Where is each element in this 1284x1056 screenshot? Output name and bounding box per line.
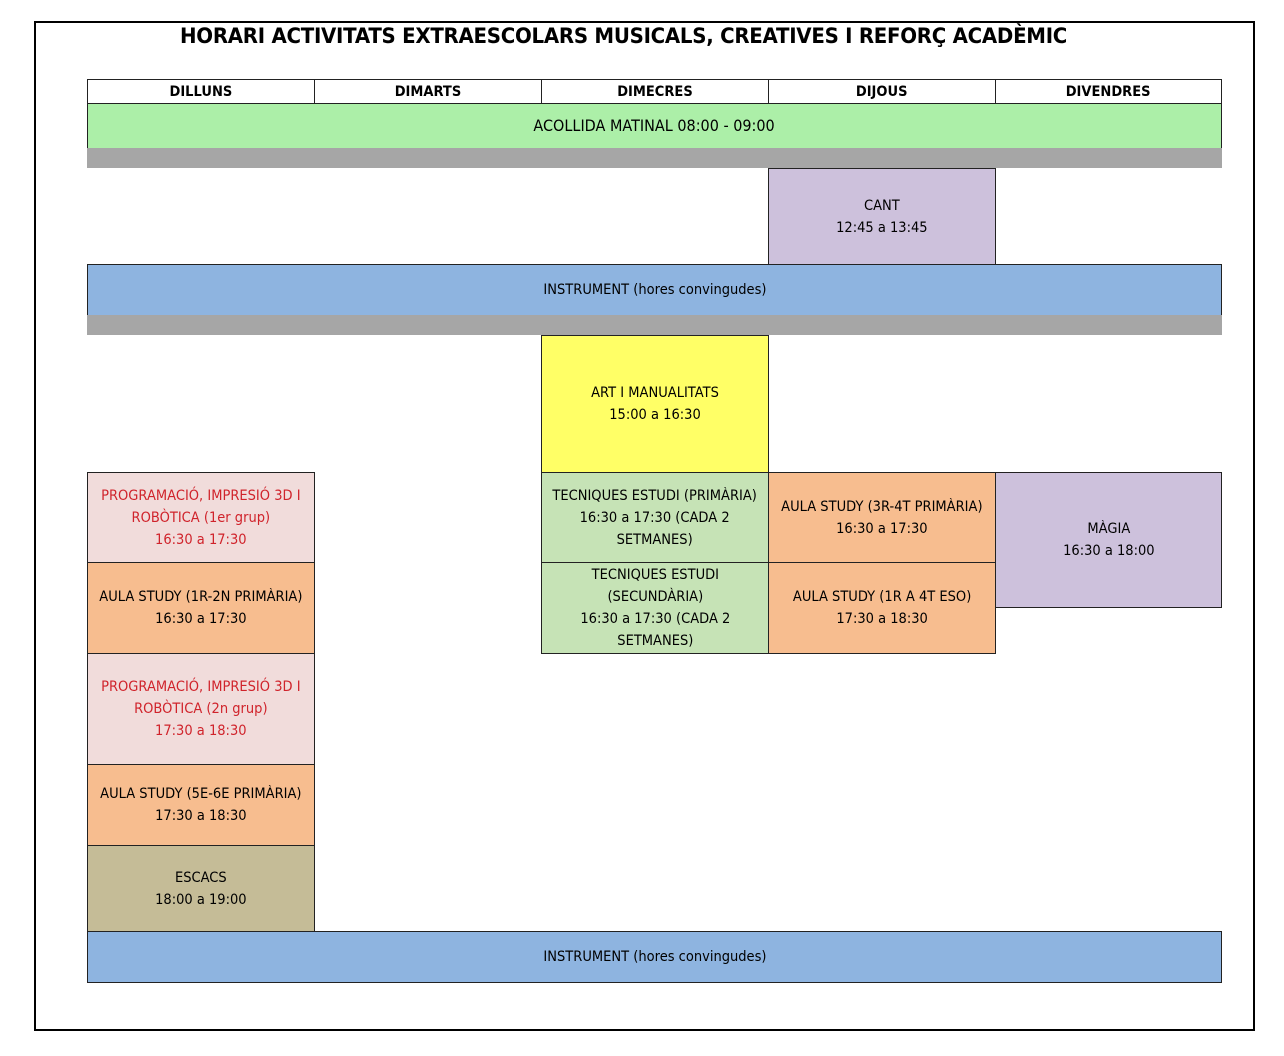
day-header-divendres: DIVENDRES	[995, 79, 1222, 104]
activity-name: ROBÒTICA (2n grup)	[134, 701, 268, 717]
activity-name: (SECUNDÀRIA)	[607, 589, 703, 605]
activity-time: 16:30 a 18:00	[1062, 543, 1155, 559]
activity-programacio-1: PROGRAMACIÓ, IMPRESIÓ 3D I ROBÒTICA (1er …	[87, 472, 315, 563]
activity-name: AULA STUDY (1R A 4T ESO)	[792, 589, 972, 605]
activity-time: 16:30 a 17:30 (CADA 2	[580, 509, 730, 526]
activity-time: 17:30 a 18:30	[836, 611, 928, 627]
activity-escacs: ESCACS 18:00 a 19:00	[87, 845, 315, 932]
acollida-matinal-row: ACOLLIDA MATINAL 08:00 - 09:00	[87, 103, 1222, 149]
gray-separator	[87, 315, 1222, 335]
activity-name: AULA STUDY (5E-6E PRIMÀRIA)	[100, 786, 302, 802]
activity-time: 12:45 a 13:45	[836, 219, 928, 236]
activity-name: MÀGIA	[1087, 521, 1130, 537]
activity-name: PROGRAMACIÓ, IMPRESIÓ 3D I	[101, 679, 301, 695]
activity-name: AULA STUDY (3R-4T PRIMÀRIA)	[781, 498, 983, 515]
activity-time: 15:00 a 16:30	[609, 407, 701, 423]
day-header-dimecres: DIMECRES	[541, 79, 769, 104]
gray-separator	[87, 148, 1222, 168]
activity-name: ESCACS	[175, 869, 227, 886]
activity-programacio-2: PROGRAMACIÓ, IMPRESIÓ 3D I ROBÒTICA (2n g…	[87, 653, 315, 765]
day-header-dilluns: DILLUNS	[87, 79, 315, 104]
activity-aula-study-1r-2n: AULA STUDY (1R-2N PRIMÀRIA) 16:30 a 17:30	[87, 562, 315, 654]
activity-name: ROBÒTICA (1er grup)	[131, 509, 271, 526]
instrument-midday-row: INSTRUMENT (hores convingudes)	[87, 264, 1222, 316]
activity-time: 17:30 a 18:30	[155, 808, 247, 824]
day-label: DIJOUS	[856, 83, 908, 100]
page-frame	[34, 21, 1255, 1031]
acollida-label: ACOLLIDA MATINAL 08:00 - 09:00	[533, 116, 776, 135]
activity-tecniques-primaria: TECNIQUES ESTUDI (PRIMÀRIA) 16:30 a 17:30…	[541, 472, 769, 563]
instrument-evening-row: INSTRUMENT (hores convingudes)	[87, 931, 1222, 983]
activity-aula-study-eso: AULA STUDY (1R A 4T ESO) 17:30 a 18:30	[768, 562, 996, 654]
activity-time: 18:00 a 19:00	[155, 891, 247, 908]
page-title-text: HORARI ACTIVITATS EXTRAESCOLARS MUSICALS…	[180, 24, 1068, 49]
instrument-label: INSTRUMENT (hores convingudes)	[542, 282, 767, 298]
activity-art-manualitats: ART I MANUALITATS 15:00 a 16:30	[541, 335, 769, 473]
activity-time: SETMANES)	[616, 633, 694, 649]
activity-name: ART I MANUALITATS	[591, 385, 719, 401]
activity-name: TECNIQUES ESTUDI (PRIMÀRIA)	[552, 487, 758, 504]
activity-time: 16:30 a 17:30 (CADA 2	[580, 611, 730, 627]
day-label: DIVENDRES	[1066, 83, 1151, 100]
activity-aula-study-3r-4t: AULA STUDY (3R-4T PRIMÀRIA) 16:30 a 17:30	[768, 472, 996, 563]
activity-name: CANT	[864, 197, 900, 214]
activity-name: TECNIQUES ESTUDI	[591, 567, 719, 583]
activity-cant: CANT 12:45 a 13:45	[768, 168, 996, 265]
day-label: DIMARTS	[394, 83, 462, 100]
activity-time: 17:30 a 18:30	[155, 723, 247, 739]
day-header-dimarts: DIMARTS	[314, 79, 542, 104]
activity-time: 16:30 a 17:30	[155, 531, 247, 548]
day-label: DIMECRES	[617, 83, 693, 100]
day-header-dijous: DIJOUS	[768, 79, 996, 104]
activity-time: 16:30 a 17:30	[155, 611, 247, 627]
instrument-label: INSTRUMENT (hores convingudes)	[542, 949, 767, 965]
activity-time: SETMANES)	[616, 531, 694, 548]
activity-tecniques-secundaria: TECNIQUES ESTUDI (SECUNDÀRIA) 16:30 a 17:3…	[541, 562, 769, 654]
activity-time: 16:30 a 17:30	[836, 520, 928, 537]
activity-aula-study-5e-6e: AULA STUDY (5E-6E PRIMÀRIA) 17:30 a 18:30	[87, 764, 315, 846]
activity-name: AULA STUDY (1R-2N PRIMÀRIA)	[99, 589, 303, 605]
activity-magia: MÀGIA 16:30 a 18:00	[995, 472, 1222, 608]
activity-name: PROGRAMACIÓ, IMPRESIÓ 3D I	[101, 487, 301, 504]
day-label: DILLUNS	[169, 83, 233, 100]
